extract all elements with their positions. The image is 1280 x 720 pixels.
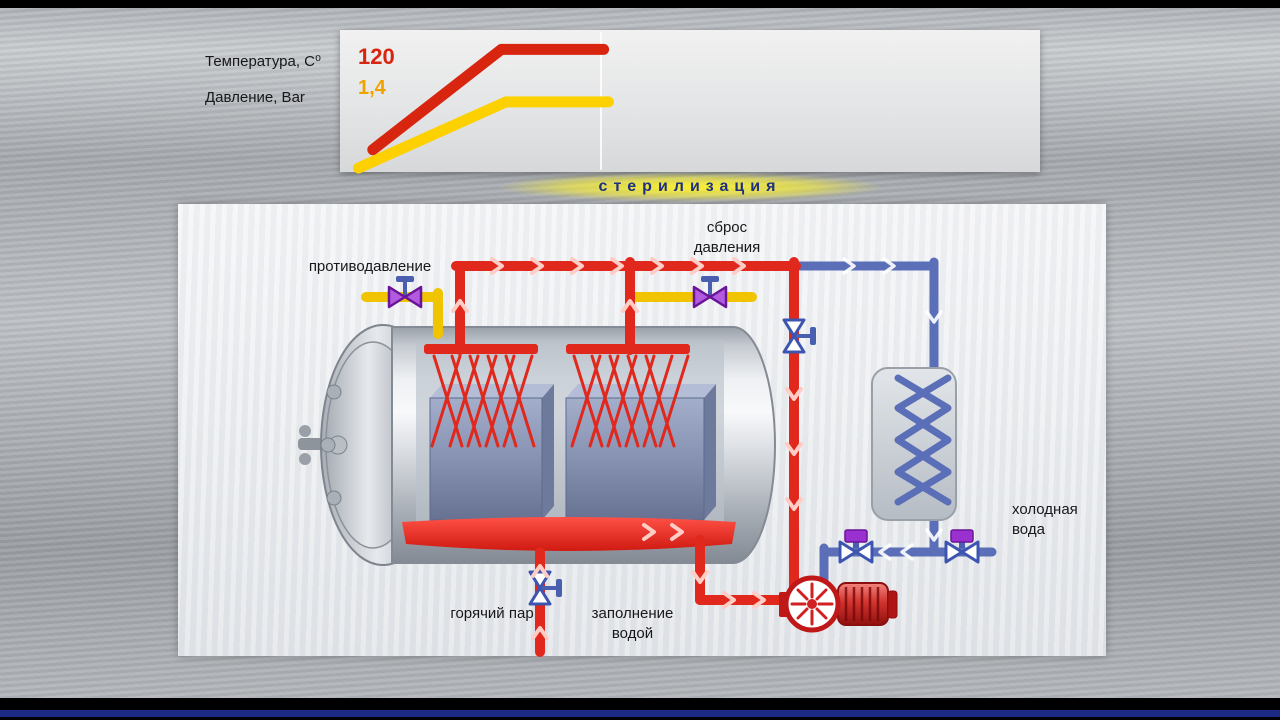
cold-water-valve-left: [838, 529, 874, 564]
spray-header-left: [424, 344, 538, 354]
hot-water-pipes: [451, 257, 801, 657]
spray-jets: [430, 354, 690, 448]
pump: [779, 575, 898, 633]
temperature-value: 120: [358, 44, 395, 69]
pressure-release-valve: [692, 276, 728, 309]
phase-highlight-glow: [500, 173, 880, 201]
pressure-series-line: [353, 96, 614, 174]
pressure-label: Давление, Bar: [205, 89, 305, 106]
cold-water-valve-right: [944, 529, 980, 564]
pump-impeller: [790, 582, 834, 626]
circulation-valve: [782, 318, 816, 354]
heat-exchanger: [871, 367, 957, 521]
label-water-fill: заполнение водой: [591, 605, 674, 642]
label-backpressure: противодавление: [308, 258, 432, 275]
temperature-series-line: [367, 43, 610, 156]
chart-panel: [340, 30, 1040, 172]
phase-label: стерилизация: [598, 178, 782, 195]
label-hot-steam: горячий пар: [450, 605, 534, 622]
pressure-value: 1,4: [358, 77, 386, 99]
backpressure-valve: [387, 276, 423, 309]
bottom-hot-water: [402, 517, 736, 551]
temperature-label: Температура, C⁰: [205, 53, 322, 70]
label-cold-water: холодная вода: [1012, 501, 1078, 538]
bottom-blue-strip: [0, 710, 1280, 717]
chart-plot: [353, 32, 614, 174]
label-pressure-release: сброс давления: [693, 219, 761, 256]
autoclave-vessel: [298, 324, 776, 566]
top-letterbox-bar: [0, 0, 1280, 8]
